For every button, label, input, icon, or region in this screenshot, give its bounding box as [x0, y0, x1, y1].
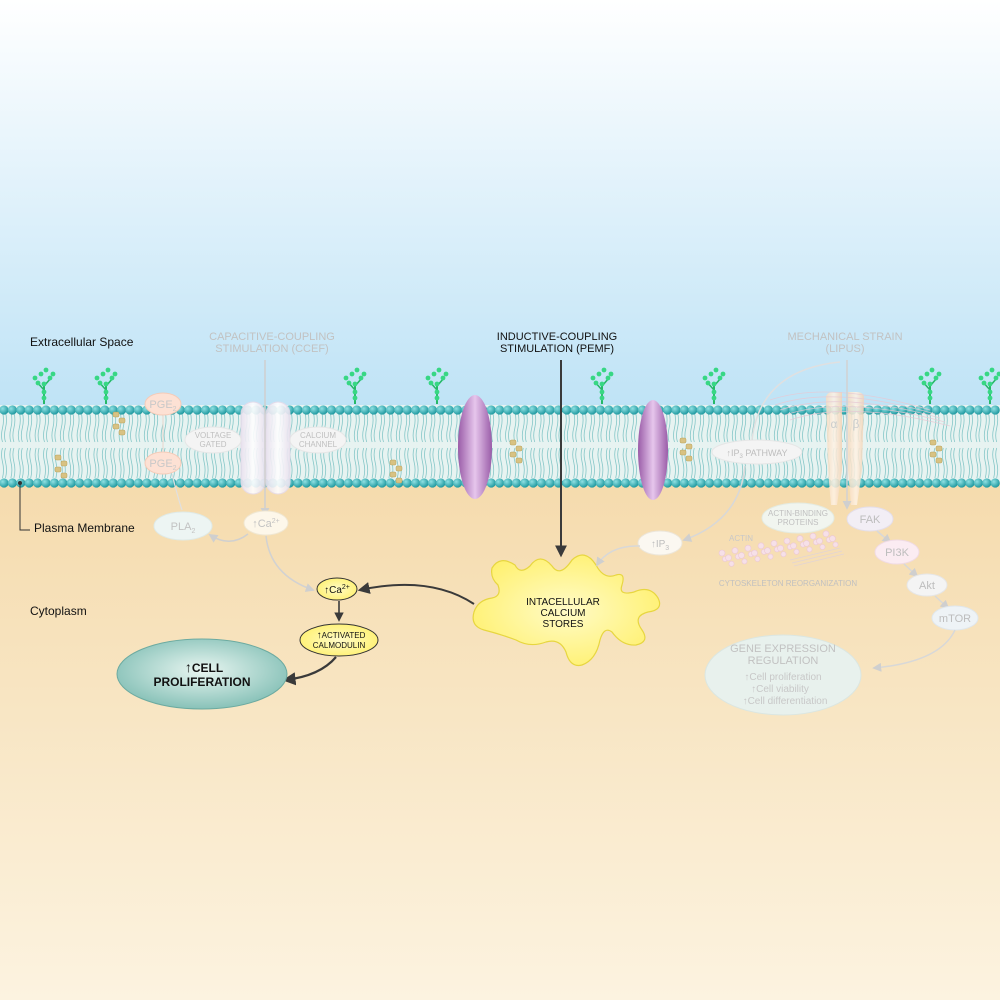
- lipus-to-ip3-arrow: [751, 361, 841, 441]
- ip3-to-stores-arrow: [596, 545, 641, 567]
- pge2-bottom: PGE2: [144, 451, 182, 475]
- pge2-to-pla2-arrow: [171, 473, 183, 511]
- cytoplasm-background: [0, 480, 1000, 1000]
- svg-text:↑Ca2+: ↑Ca2+: [324, 584, 350, 596]
- svg-text:↑IP3: ↑IP3: [651, 539, 669, 552]
- svg-text:CHANNEL: CHANNEL: [299, 440, 338, 449]
- mtor-to-gene-arrow: [872, 629, 956, 672]
- pemf-label-line2: STIMULATION (PEMF): [500, 343, 614, 355]
- actin-filaments: [718, 530, 839, 567]
- plasma-membrane-label: Plasma Membrane: [34, 521, 135, 535]
- plasma-membrane-pointer-dot: [18, 481, 22, 485]
- svg-text:STORES: STORES: [543, 619, 584, 630]
- purple-channel-left: [458, 395, 492, 499]
- cytoskeleton-fibers: [789, 547, 845, 567]
- svg-text:FAK: FAK: [860, 514, 881, 526]
- actin-binding-proteins-node: ACTIN-BINDING PROTEINS: [761, 502, 835, 534]
- svg-text:↑IP3 PATHWAY: ↑IP3 PATHWAY: [726, 448, 787, 460]
- ultrasound-waves: [769, 391, 951, 427]
- akt-to-mtor-arrow: [934, 595, 950, 610]
- integrin-beta-label: β: [853, 417, 860, 431]
- ccef-label-line1: CAPACITIVE-COUPLING: [209, 331, 335, 343]
- ca-channel-to-ca-arrow: [265, 535, 315, 592]
- svg-text:PROLIFERATION: PROLIFERATION: [153, 675, 250, 689]
- svg-text:PGE2: PGE2: [149, 458, 176, 472]
- pemf-label-line1: INDUCTIVE-COUPLING: [497, 331, 617, 343]
- stores-to-ca-arrow: [357, 582, 475, 605]
- cytoskeleton-label: CYTOSKELETON REORGANIZATION: [719, 579, 857, 588]
- pi3k-to-akt-arrow: [903, 563, 919, 578]
- svg-text:GATED: GATED: [200, 440, 227, 449]
- extracellular-background: [0, 0, 1000, 405]
- fak-to-pi3k-arrow: [876, 530, 892, 544]
- plasma-membrane-pointer: [19, 483, 30, 531]
- svg-text:PROTEINS: PROTEINS: [778, 518, 819, 527]
- purple-channel-right: [638, 400, 668, 500]
- svg-text:↑Ca2+: ↑Ca2+: [252, 518, 280, 530]
- cytoplasm-label: Cytoplasm: [30, 604, 87, 618]
- intracellular-calcium-stores: INTACELLULAR CALCIUM STORES: [472, 554, 661, 667]
- ca-to-pla2-arrow: [208, 533, 249, 543]
- pla2-node: PLA2: [153, 511, 213, 541]
- akt-node: Akt: [906, 573, 948, 597]
- gene-expression-node: GENE EXPRESSION REGULATION ↑Cell prolife…: [704, 634, 862, 716]
- svg-text:REGULATION: REGULATION: [748, 655, 819, 667]
- voltage-gated-label: VOLTAGE GATED: [184, 426, 242, 454]
- ip3-pathway-label: ↑IP3 PATHWAY: [711, 439, 803, 465]
- svg-text:PLA2: PLA2: [171, 521, 196, 535]
- svg-text:INTACELLULAR: INTACELLULAR: [526, 597, 600, 608]
- cell-proliferation-node: ↑CELL PROLIFERATION: [116, 638, 288, 710]
- integrin-alpha-label: α: [831, 417, 838, 431]
- svg-text:↑CELL: ↑CELL: [185, 659, 223, 675]
- calmodulin-to-proliferation-arrow: [282, 656, 337, 686]
- svg-text:CALCIUM: CALCIUM: [540, 608, 585, 619]
- ip3-node: ↑IP3: [637, 530, 683, 556]
- pge2-top: PGE2: [144, 392, 182, 416]
- actin-label: ACTIN: [729, 534, 753, 543]
- svg-text:ACTIN-BINDING: ACTIN-BINDING: [768, 509, 828, 518]
- svg-text:↑ACTIVATED: ↑ACTIVATED: [317, 630, 366, 641]
- ip3-pathway-to-ip3-arrow: [682, 465, 746, 542]
- svg-text:↑Cell differentiation: ↑Cell differentiation: [743, 696, 828, 707]
- svg-text:↑Cell viability: ↑Cell viability: [751, 684, 809, 695]
- extracellular-space-label: Extracellular Space: [30, 335, 134, 349]
- svg-text:PGE2: PGE2: [149, 399, 176, 413]
- svg-text:↑Cell proliferation: ↑Cell proliferation: [744, 672, 821, 683]
- ccef-label-line2: STIMULATION (CCEF): [215, 343, 328, 355]
- fak-node: FAK: [846, 506, 894, 532]
- glycoproteins: [32, 367, 1000, 404]
- svg-text:mTOR: mTOR: [939, 613, 971, 625]
- calmodulin-node: ↑ACTIVATED CALMODULIN: [299, 623, 379, 657]
- svg-text:VOLTAGE: VOLTAGE: [195, 431, 232, 440]
- svg-text:CALCIUM: CALCIUM: [300, 431, 336, 440]
- calcium-channel-label: CALCIUM CHANNEL: [289, 426, 347, 454]
- lipus-label-line2: (LIPUS): [825, 343, 864, 355]
- ca-main-node: ↑Ca2+: [316, 577, 358, 601]
- cholesterol-clusters: [54, 411, 943, 484]
- svg-text:PI3K: PI3K: [885, 547, 910, 559]
- pi3k-node: PI3K: [874, 539, 920, 565]
- svg-text:CALMODULIN: CALMODULIN: [313, 641, 366, 650]
- svg-text:Akt: Akt: [919, 580, 935, 592]
- lipus-label-line1: MECHANICAL STRAIN: [787, 331, 902, 343]
- svg-text:GENE EXPRESSION: GENE EXPRESSION: [730, 643, 836, 655]
- ca-channel-node: ↑Ca2+: [243, 510, 289, 536]
- mtor-node: mTOR: [931, 605, 979, 631]
- integrin-receptor: α β: [826, 392, 864, 505]
